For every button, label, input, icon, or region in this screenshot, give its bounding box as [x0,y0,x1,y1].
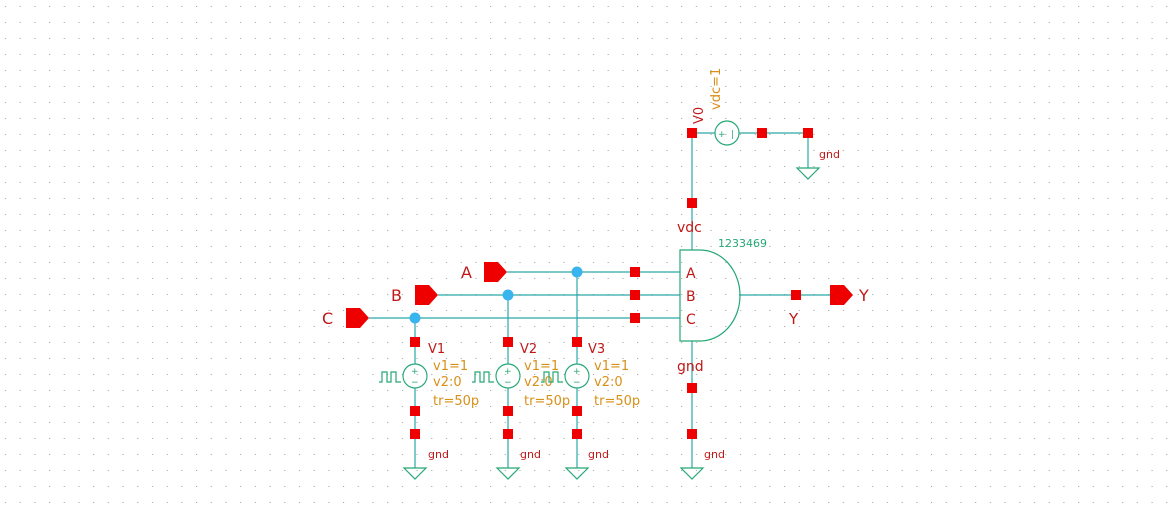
v3-param-3: tr=50p [594,394,640,409]
ground-symbol-gate: gnd [679,448,725,480]
v3-param-2: v2:0 [594,375,623,390]
v1-param-1: v1=1 [433,359,468,374]
v3-gnd-label: gnd [588,448,609,461]
v1-param-3: tr=50p [433,394,479,409]
pin-marker [410,337,420,347]
pin-marker [572,337,582,347]
pin-marker [803,128,813,138]
gate-ground-label: gnd [677,359,704,375]
v0-param: vdc=1 [709,68,724,110]
junction-dot [571,266,583,278]
port-a[interactable]: A [461,262,507,282]
svg-text:−: − [504,378,512,388]
gate-pin-a: A [686,266,696,282]
pin-marker [687,429,697,439]
junction-dot [502,289,514,301]
port-a-label: A [461,263,472,282]
wires [369,132,830,468]
gate-supply-label: vdc [677,220,702,236]
pin-marker [630,290,640,300]
gate-pin-c: C [686,312,696,328]
pin-marker [791,290,801,300]
pin-marker [410,406,420,416]
pin-marker [630,267,640,277]
gate-gnd-label: gnd [704,448,725,461]
v1-name: V1 [428,342,445,357]
pin-marker [572,406,582,416]
port-c[interactable]: C [322,308,369,328]
v2-param-1: v1=1 [524,359,559,374]
port-c-label: C [322,309,333,328]
ground-symbol-v3: gnd [564,448,609,480]
pin-marker [687,128,697,138]
and-gate[interactable]: 1233469 A B C vdc gnd [677,220,767,375]
pulse-source-v1[interactable]: + − V1 v1=1 v2:0 tr=50p [379,342,479,409]
gate-pin-b: B [686,289,696,305]
junction-dot [409,312,421,324]
junctions [409,266,583,324]
svg-text:+: + [573,367,581,377]
svg-text:+: + [718,130,726,140]
svg-text:+: + [504,367,512,377]
v3-param-1: v1=1 [594,359,629,374]
v2-gnd-label: gnd [520,448,541,461]
v2-param-2: v2:0 [524,375,553,390]
pin-marker [572,429,582,439]
ground-symbol-v1: gnd [402,448,449,480]
ground-symbol-v2: gnd [495,448,541,480]
port-b[interactable]: B [391,285,438,305]
pin-marker [503,337,513,347]
pin-marker [687,198,697,208]
supply-gnd-label: gnd [819,148,840,161]
v3-name: V3 [588,342,605,357]
svg-text:−: − [573,378,581,388]
supply-source-v0[interactable]: + | V0 vdc=1 [692,68,740,146]
ground-symbol-supply: gnd [795,148,840,180]
pulse-source-v2[interactable]: + − V2 v1=1 v2:0 tr=50p [472,342,570,409]
gate-instance-label: 1233469 [718,237,767,250]
v1-param-2: v2:0 [433,375,462,390]
pin-marker [757,128,767,138]
v2-param-3: tr=50p [524,394,570,409]
port-y-label: Y [858,286,869,305]
v2-name: V2 [520,342,537,357]
pin-marker [687,383,697,393]
port-b-label: B [391,286,402,305]
pin-marker [503,406,513,416]
pin-markers [410,128,813,439]
v1-gnd-label: gnd [428,448,449,461]
svg-text:|: | [731,130,734,140]
output-net-label: Y [788,310,799,328]
svg-text:−: − [411,378,419,388]
port-y[interactable]: Y [830,285,869,305]
pin-marker [503,429,513,439]
svg-text:+: + [411,367,419,377]
pin-marker [410,429,420,439]
v0-name: V0 [692,107,707,124]
pin-marker [630,313,640,323]
pulse-source-v3[interactable]: + − V3 v1=1 v2:0 tr=50p [541,342,640,409]
